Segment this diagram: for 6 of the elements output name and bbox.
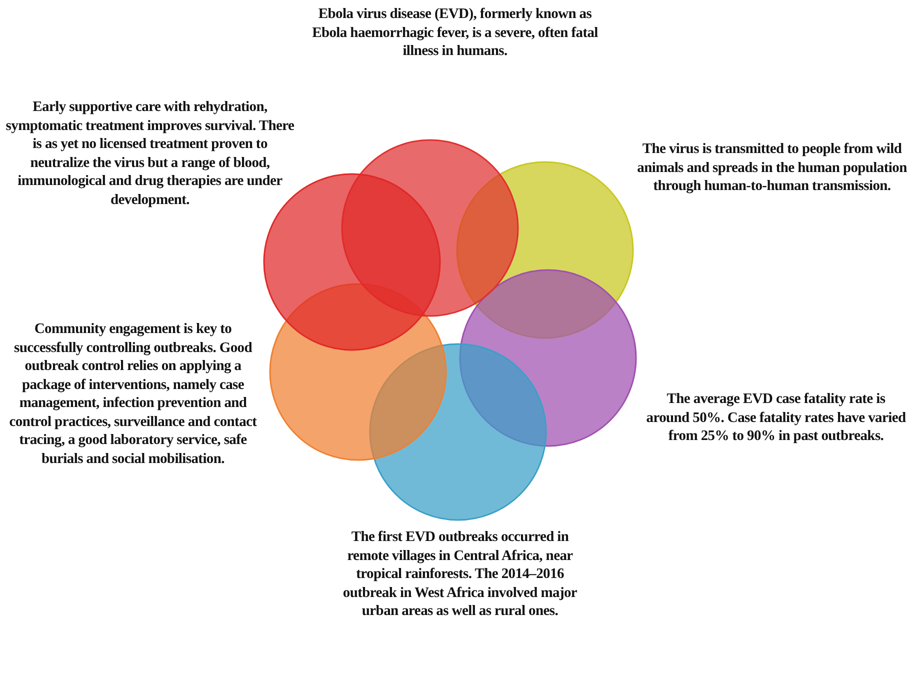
description-text: Ebola virus disease (EVD), formerly known as Ebola haemorrhagic fever, is a severe, often fatal illness in humans. bbox=[311, 5, 599, 60]
outbreak-text: The first EVD outbreaks occurred in remote villages in Central Africa, near tropical rainforests. The 2014–2016 outbreak in West Africa involved major urban areas as well as rural ones. bbox=[342, 528, 578, 620]
fatality-text: The average EVD case fatality rate is around 50%. Case fatality rates have varied from 25% to 90% in past outbreaks. bbox=[645, 390, 907, 446]
control-text: Community engagement is key to successfully controlling outbreaks. Good outbreak control relies on applying a package of interventions, namely case management, infection prevention and control practices, surveillance and contact tracing, a good laboratory service, safe burials and social mobilisation. bbox=[8, 320, 258, 468]
transmission-text: The virus is transmitted to people from wild animals and spreads in the human population through human-to-human transmission. bbox=[636, 140, 908, 196]
treatment-text: Early supportive care with rehydration, symptomatic treatment improves survival. There is as yet no licensed treatment proven to neutralize the virus but a range of blood, immunological and drug therapies are under development. bbox=[5, 98, 295, 209]
